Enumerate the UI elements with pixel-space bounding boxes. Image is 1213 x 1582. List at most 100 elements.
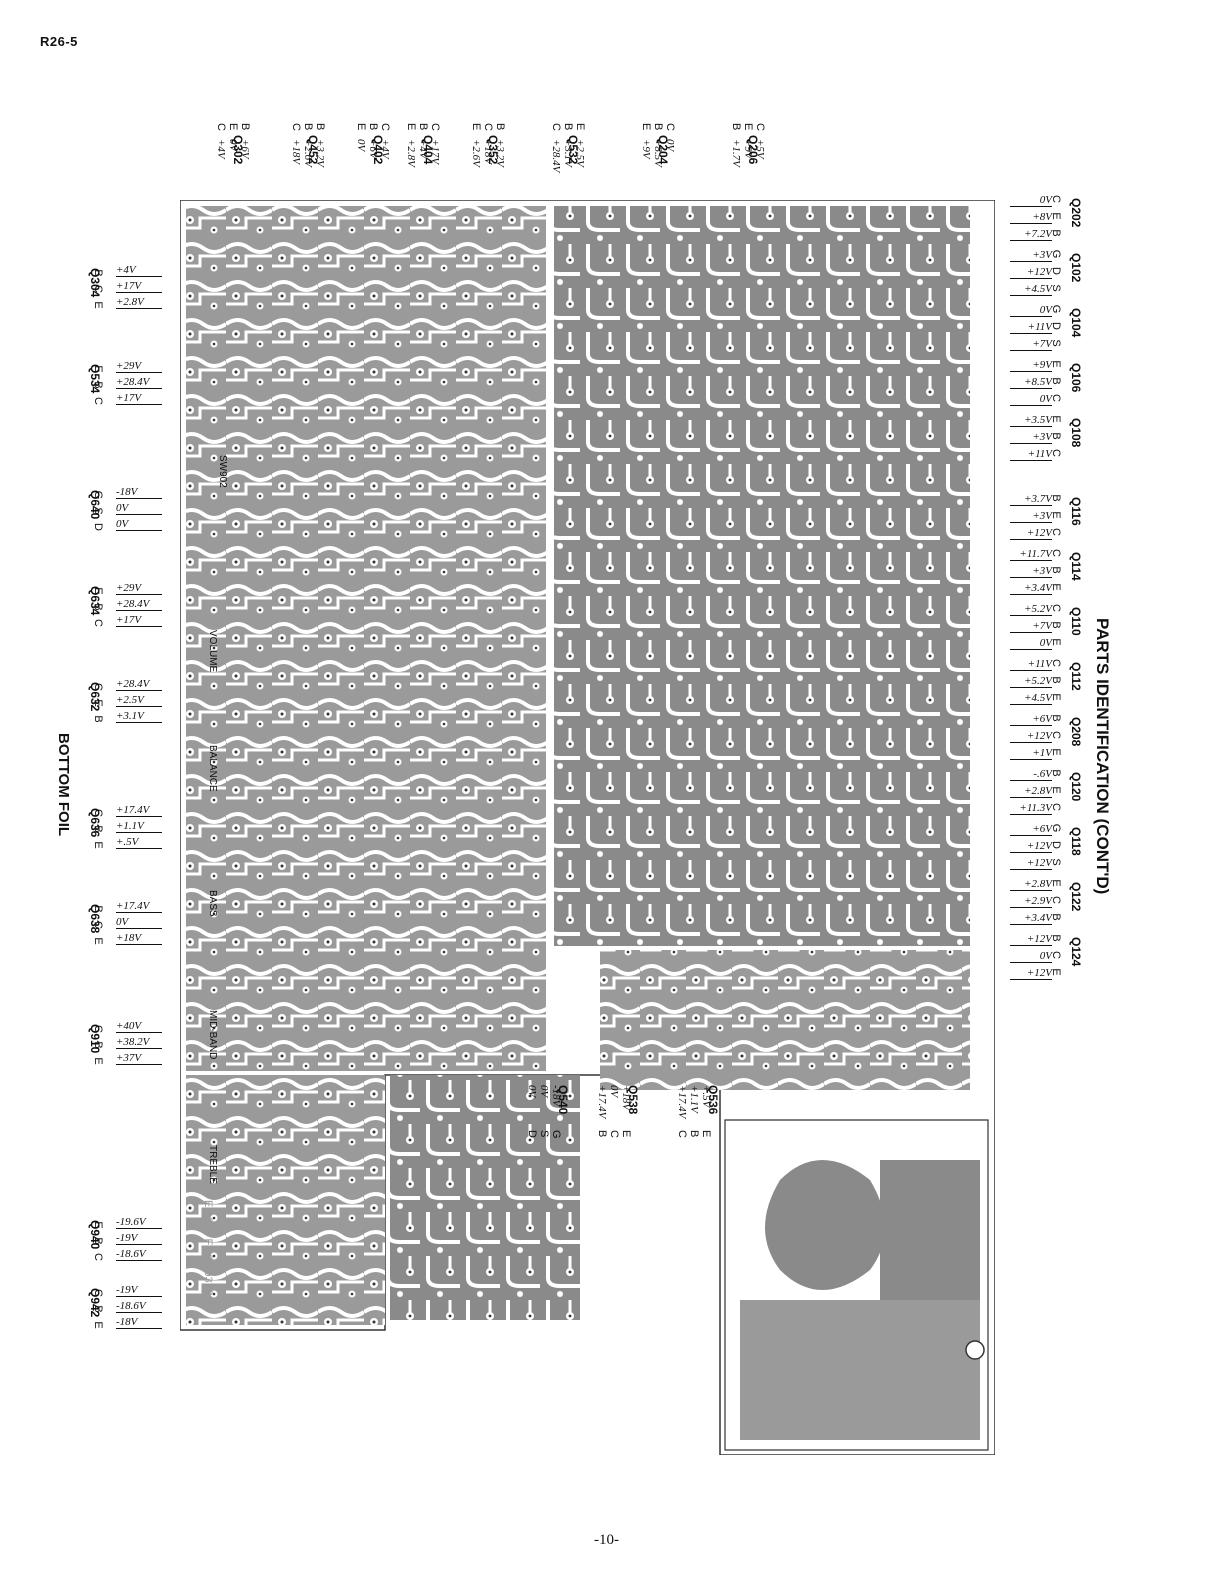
voltage-value: +5.2V xyxy=(1010,603,1052,616)
pin-letter: C xyxy=(92,809,104,817)
pin-letter: C xyxy=(92,1025,104,1033)
voltage-value: +18V xyxy=(620,1085,632,1111)
pin-letter: C xyxy=(92,619,104,627)
voltage-value: +9V xyxy=(742,139,754,159)
voltage-value: +.5V xyxy=(700,1085,712,1108)
pin-letter: E xyxy=(742,123,754,131)
pin-letter: S xyxy=(92,507,104,515)
pin-letter: C xyxy=(92,921,104,929)
voltage-value: -.6V xyxy=(1010,768,1052,781)
pin-letter: C xyxy=(482,123,494,131)
voltage-value: +11V xyxy=(1010,658,1052,671)
voltage-value: 0V xyxy=(526,1085,538,1098)
pin-letter: B xyxy=(92,825,104,833)
voltage-value: 0V xyxy=(1010,304,1052,317)
voltage-value: +11V xyxy=(1010,321,1052,334)
voltage-value: 0V xyxy=(1010,393,1052,406)
svg-text:TREBLE: TREBLE xyxy=(207,1145,218,1184)
voltage-value: +17V xyxy=(116,280,162,293)
voltage-value: +3.1V xyxy=(562,139,574,167)
svg-text:MID-BAND: MID-BAND xyxy=(207,1010,218,1059)
pin-letter: B xyxy=(239,123,251,131)
pin-letter: C xyxy=(379,123,391,131)
pin-letter: B xyxy=(92,1237,104,1245)
transistor-label: Q110 xyxy=(1069,607,1083,636)
voltage-value: +2.6V xyxy=(470,139,482,167)
voltage-value: +2.8V xyxy=(1010,878,1052,891)
page-number: -10- xyxy=(594,1532,619,1548)
pcb-foil-drawing: SW902 VOLUME BALANCE BASS MID-BAND TREBL… xyxy=(179,199,996,1456)
voltage-value: +17V xyxy=(116,614,162,627)
transistor-label: Q118 xyxy=(1069,827,1083,856)
pin-letter: E xyxy=(700,1130,712,1138)
pin-letter: B xyxy=(92,603,104,611)
voltage-value: +1V xyxy=(1010,747,1052,760)
pin-letter: G xyxy=(550,1130,562,1139)
voltage-value: +2.6V xyxy=(302,139,314,167)
voltage-value: +3.4V xyxy=(1010,912,1052,925)
voltage-value: +4V xyxy=(116,264,162,277)
voltage-value: +1.1V xyxy=(688,1085,700,1113)
voltage-value: +12V xyxy=(1010,527,1052,540)
voltage-value: +8.5V xyxy=(1010,376,1052,389)
voltage-value: +4.5V xyxy=(1010,692,1052,705)
board-caption: BOTTOM FOIL xyxy=(55,733,72,837)
voltage-value: +37V xyxy=(116,1052,162,1065)
pin-letter: E xyxy=(405,123,417,131)
pin-letter: E xyxy=(355,123,367,131)
voltage-value: +11.3V xyxy=(1010,802,1052,815)
voltage-value: +12V xyxy=(1010,730,1052,743)
voltage-value: +4V xyxy=(215,139,227,159)
voltage-value: +12V xyxy=(1010,933,1052,946)
voltage-value: +17.4V xyxy=(116,804,162,817)
voltage-value: +29V xyxy=(116,582,162,595)
pin-letter: B xyxy=(688,1130,700,1138)
voltage-value: +3V xyxy=(1010,431,1052,444)
transistor-label: Q116 xyxy=(1069,497,1083,526)
voltage-value: 0V xyxy=(538,1085,550,1098)
page-reference: R26-5 xyxy=(40,34,78,49)
pin-letter: B xyxy=(417,123,429,131)
pin-letter: E xyxy=(227,123,239,131)
voltage-value: +12V xyxy=(1010,967,1052,980)
pin-letter: E xyxy=(92,301,104,309)
voltage-value: +12V xyxy=(1010,266,1052,279)
pin-letter: E xyxy=(92,1221,104,1229)
voltage-value: +6V xyxy=(239,139,251,159)
voltage-value: 0V xyxy=(116,518,162,531)
svg-text:SW902: SW902 xyxy=(217,455,228,488)
voltage-value: +9V xyxy=(1010,359,1052,372)
voltage-value: +2.9V xyxy=(1010,895,1052,908)
voltage-value: +2.8V xyxy=(116,296,162,309)
pin-letter: B xyxy=(730,123,742,131)
voltage-value: +7V xyxy=(1010,620,1052,633)
pin-letter: S xyxy=(538,1130,550,1138)
pin-letter: E xyxy=(574,123,586,131)
voltage-value: +40V xyxy=(116,1020,162,1033)
voltage-value: 0V xyxy=(608,1085,620,1098)
voltage-value: +2.8V xyxy=(405,139,417,167)
voltage-value: -19.6V xyxy=(116,1216,162,1229)
voltage-value: +2.5V xyxy=(116,694,162,707)
pin-letter: C xyxy=(550,123,562,131)
voltage-value: 0V xyxy=(664,139,676,152)
voltage-value: +3V xyxy=(1010,249,1052,262)
voltage-value: -19V xyxy=(116,1232,162,1245)
pin-letter: B xyxy=(92,269,104,277)
voltage-value: +3.4V xyxy=(1010,582,1052,595)
voltage-value: 0V xyxy=(1010,637,1052,650)
pin-letter: B xyxy=(562,123,574,131)
pcb-bottom-foil: SW902 VOLUME BALANCE BASS MID-BAND TREBL… xyxy=(179,199,996,1456)
voltage-value: +28.4V xyxy=(116,598,162,611)
pin-letter: E xyxy=(92,841,104,849)
page-title: PARTS IDENTIFICATION (CONT'D) xyxy=(1093,618,1112,895)
pin-letter: B xyxy=(92,381,104,389)
transistor-label: Q120 xyxy=(1069,772,1083,802)
pin-letter: C xyxy=(754,123,766,131)
voltage-value: -18.6V xyxy=(116,1300,162,1313)
pin-letter: B xyxy=(494,123,506,131)
voltage-value: +5V xyxy=(754,139,766,159)
pin-letter: C xyxy=(215,123,227,131)
voltage-value: +12V xyxy=(1010,857,1052,870)
